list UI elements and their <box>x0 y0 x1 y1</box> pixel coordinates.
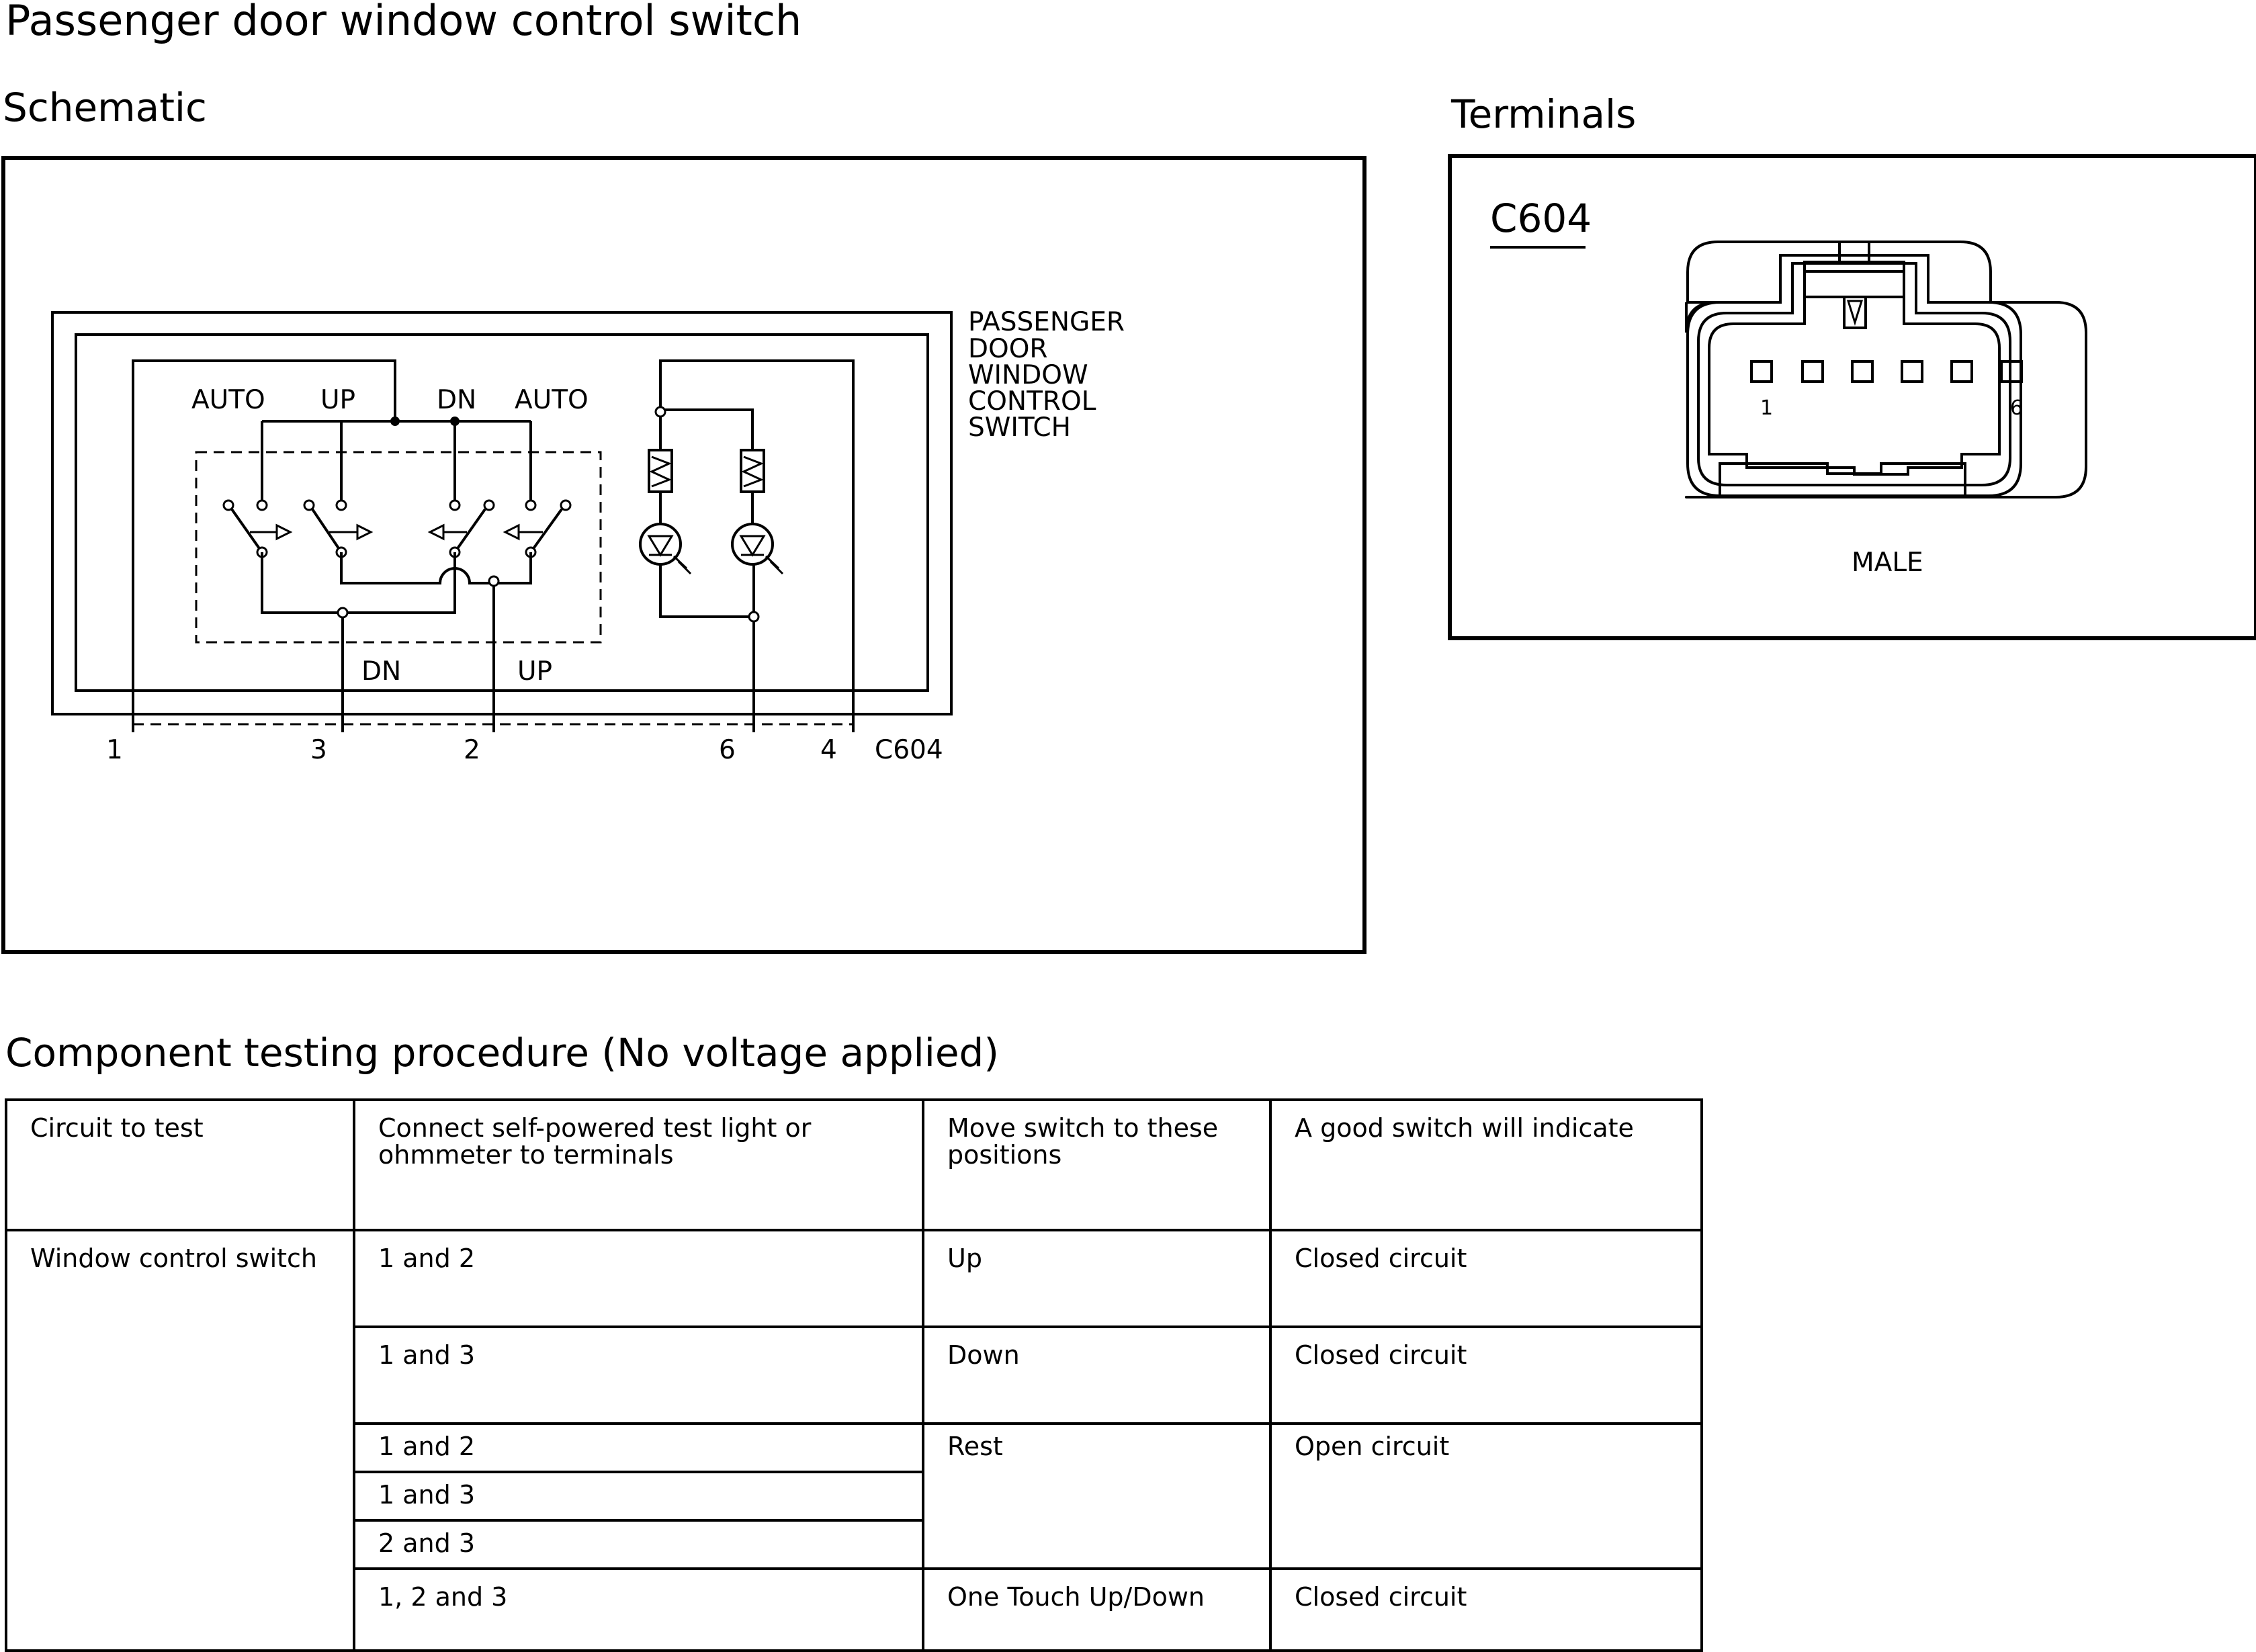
schematic-frame <box>1 156 1366 954</box>
pin-label-6: 6 <box>719 735 736 765</box>
table-row: 1 and 3 <box>6 1471 1702 1522</box>
header-indication: A good switch will indicate <box>1269 1098 1703 1231</box>
terminal-pin-6 <box>2000 360 2023 383</box>
cell-position-2: Down <box>922 1325 1272 1425</box>
wire-pin4 <box>659 359 855 732</box>
cell-indication-3: Open circuit <box>1269 1422 1703 1570</box>
wire-pin1 <box>132 359 396 732</box>
table-row: 2 and 3 <box>6 1519 1702 1570</box>
cell-position-1: Up <box>922 1229 1272 1328</box>
terminals-frame <box>1448 154 2256 640</box>
cell-position-3: Rest <box>922 1422 1272 1570</box>
cell-terminals-3: 1 and 2 <box>353 1422 924 1473</box>
page-title: Passenger door window control switch <box>5 0 802 45</box>
terminal-pin-label-last: 6 <box>2010 396 2024 420</box>
cell-terminals-5: 2 and 3 <box>353 1519 924 1570</box>
label-dn-top: DN <box>437 385 477 415</box>
table-row: Window control switch 1 and 2 Up Closed … <box>5 1229 1703 1652</box>
terminals-heading: Terminals <box>1451 91 1637 137</box>
pin-label-2: 2 <box>464 735 480 765</box>
cell-terminals-1: 1 and 2 <box>353 1229 924 1328</box>
pin-label-3: 3 <box>310 735 327 765</box>
terminals-connector-id: C604 <box>1490 195 1592 241</box>
pin-label-1: 1 <box>106 735 123 765</box>
label-auto-right: AUTO <box>515 385 589 415</box>
table-header-row: Circuit to test Connect self-powered tes… <box>5 1098 1703 1231</box>
switch-name-line4: CONTROL <box>968 386 1096 417</box>
label-dn-bottom: DN <box>361 656 402 687</box>
cell-indication-1: Closed circuit <box>1269 1229 1703 1328</box>
terminal-pin-label-first: 1 <box>1760 396 1774 420</box>
pin-label-4: 4 <box>820 735 837 765</box>
switch-name-line3: WINDOW <box>968 360 1088 390</box>
terminal-connector-view <box>1448 154 2256 640</box>
switch-housing-inner <box>75 333 929 692</box>
schematic-heading: Schematic <box>3 85 207 130</box>
terminal-pin-3 <box>1851 360 1874 383</box>
terminal-pin-5 <box>1950 360 1973 383</box>
connector-label: C604 <box>875 735 943 765</box>
cell-terminals-4: 1 and 3 <box>353 1471 924 1522</box>
switch-name-line2: DOOR <box>968 334 1048 364</box>
switch-housing-outer <box>51 311 953 715</box>
table-row: 1 and 2 Rest Open circuit <box>6 1422 1703 1570</box>
switch-contact-box <box>195 451 602 644</box>
switch-name-line5: SWITCH <box>968 412 1071 443</box>
procedure-table: Circuit to test Connect self-powered tes… <box>5 1098 1703 1652</box>
terminal-pin-2 <box>1801 360 1824 383</box>
header-circuit: Circuit to test <box>5 1098 355 1231</box>
switch-name-line1: PASSENGER <box>968 307 1125 337</box>
label-up-bottom: UP <box>517 656 553 687</box>
schematic-diagram <box>1 156 1366 954</box>
table-row: 1, 2 and 3 One Touch Up/Down Closed circ… <box>6 1567 1703 1652</box>
label-auto-left: AUTO <box>191 385 265 415</box>
terminal-pin-1 <box>1750 360 1773 383</box>
header-positions: Move switch to these positions <box>922 1098 1272 1231</box>
table-row: 1 and 3 Down Closed circuit <box>6 1325 1703 1425</box>
cell-terminals-6: 1, 2 and 3 <box>353 1567 924 1652</box>
procedure-heading: Component testing procedure (No voltage … <box>5 1030 999 1076</box>
cell-terminals-2: 1 and 3 <box>353 1325 924 1425</box>
connector-shell <box>1686 254 2022 497</box>
terminal-pin-4 <box>1901 360 1923 383</box>
label-up-top: UP <box>320 385 356 415</box>
latch <box>1803 261 1905 298</box>
latch-tab <box>1843 296 1867 329</box>
cell-indication-2: Closed circuit <box>1269 1325 1703 1425</box>
header-terminals: Connect self-powered test light or ohmme… <box>353 1098 924 1231</box>
cell-position-6: One Touch Up/Down <box>922 1567 1272 1652</box>
cell-circuit: Window control switch <box>5 1229 355 1652</box>
cell-indication-6: Closed circuit <box>1269 1567 1703 1652</box>
terminal-gender: MALE <box>1852 548 1923 578</box>
